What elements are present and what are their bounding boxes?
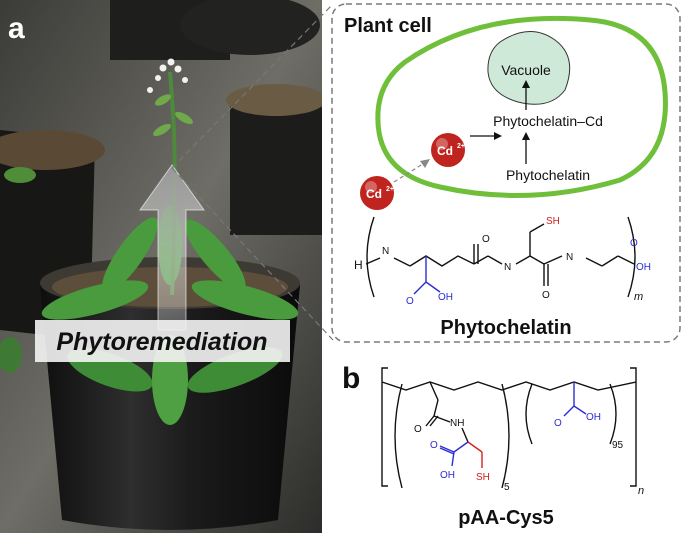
plant-photo: Phytoremediation a [0, 0, 322, 533]
atom-oh-gly: OH [636, 262, 651, 273]
cd-outside-symbol: Cd [366, 187, 382, 201]
phytochelatin-structure [365, 216, 636, 298]
subscript-m: m [634, 291, 643, 303]
atom-oh-cys: OH [440, 470, 455, 481]
cd-inside-charge: 2+ [457, 143, 465, 150]
atom-o-cys: O [430, 440, 438, 451]
atom-n1: N [382, 246, 389, 257]
subscript-95: 95 [612, 440, 624, 451]
inset-title: Plant cell [344, 15, 432, 37]
phytoremediation-banner [35, 320, 290, 362]
phytochelatin-cd-label: Phytochelatin–Cd [493, 113, 603, 129]
atom-o-amide: O [414, 424, 422, 435]
atom-sh-cys: SH [476, 472, 490, 483]
atom-h: H [354, 258, 363, 272]
atom-o1: O [482, 234, 490, 245]
phytochelatin-structure-name: Phytochelatin [440, 317, 571, 339]
atom-o-gly: O [630, 238, 638, 249]
atom-nh-amide: NH [450, 418, 464, 429]
atom-oh-glu: OH [438, 292, 453, 303]
atom-n2: N [504, 262, 511, 273]
panel-letter-b: b [342, 362, 360, 395]
cd-inside-symbol: Cd [437, 144, 453, 158]
plant-cell-inset: Plant cell Vacuole Phytochelatin–Cd Phyt… [331, 3, 681, 343]
phytoremediation-label: Phytoremediation [56, 328, 267, 356]
cd-ion-outside: Cd 2+ [360, 176, 394, 210]
atom-o-glu: O [406, 296, 414, 307]
phytochelatin-label: Phytochelatin [506, 167, 590, 183]
cd-outside-charge: 2+ [386, 186, 394, 193]
atom-o-acrylic: O [554, 418, 562, 429]
vacuole-label: Vacuole [501, 62, 551, 78]
atom-oh-acrylic: OH [586, 412, 601, 423]
pAA-Cys5-bonds [381, 367, 637, 489]
atom-n3: N [566, 252, 573, 263]
subscript-5: 5 [504, 482, 510, 493]
cd-ion-inside: Cd 2+ [431, 133, 465, 167]
subscript-n: n [638, 485, 644, 497]
pAA-Cys5-name: pAA-Cys5 [458, 507, 554, 529]
atom-o2: O [542, 290, 550, 301]
panel-letter-a: a [8, 12, 25, 45]
vacuole [487, 31, 571, 105]
panel-b-structure: b O NH O OH SH 5 O OH 95 n pAA-C [342, 362, 644, 529]
atom-sh-phyto: SH [546, 216, 560, 227]
